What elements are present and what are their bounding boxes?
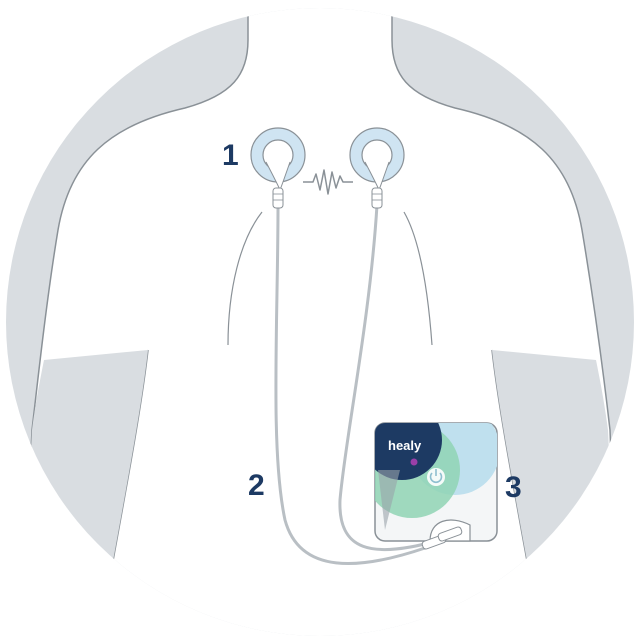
label-device: 3	[505, 473, 522, 503]
label-electrodes: 1	[222, 141, 239, 171]
logo-dot	[411, 459, 418, 466]
label-cables: 2	[248, 471, 265, 501]
device-logo-text: healy	[388, 438, 421, 453]
